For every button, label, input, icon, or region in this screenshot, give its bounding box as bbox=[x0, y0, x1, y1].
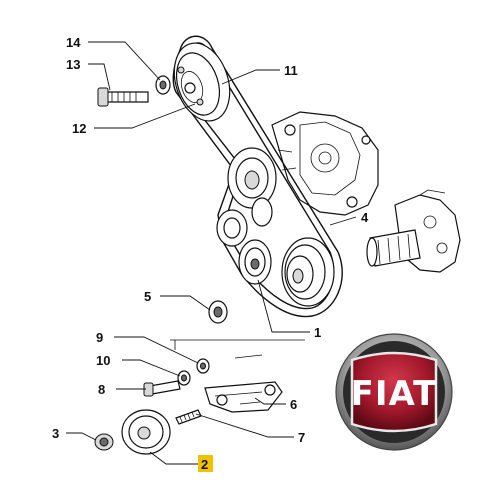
callout-10: 10 bbox=[96, 353, 110, 368]
callout-6: 6 bbox=[290, 397, 297, 412]
crank-pulley-4 bbox=[281, 237, 335, 307]
callout-11: 11 bbox=[284, 63, 298, 78]
callout-4: 4 bbox=[361, 210, 369, 225]
callout-1: 1 bbox=[314, 325, 321, 340]
callout-12: 12 bbox=[72, 121, 86, 136]
leader-lines bbox=[66, 41, 357, 465]
callout-2: 2 bbox=[201, 457, 208, 472]
upper-pulley bbox=[173, 42, 231, 122]
callout-7: 7 bbox=[298, 430, 305, 445]
fiat-badge-shield bbox=[350, 351, 438, 433]
washer-14 bbox=[155, 75, 171, 95]
tensioner-arm-6 bbox=[204, 381, 283, 413]
idler-pulley-2 bbox=[121, 409, 171, 455]
bolt-8 bbox=[143, 380, 181, 397]
engine-block bbox=[271, 111, 379, 216]
bracket-outline bbox=[170, 339, 305, 359]
callout-2-highlight bbox=[198, 455, 213, 472]
callout-9: 9 bbox=[96, 330, 103, 345]
washer-10 bbox=[177, 370, 191, 386]
callout-3: 3 bbox=[52, 426, 59, 441]
washer-9 bbox=[196, 358, 210, 374]
callout-13: 13 bbox=[66, 57, 80, 72]
fiat-logo-wordmark: FIAT bbox=[351, 374, 438, 414]
callout-5: 5 bbox=[144, 289, 151, 304]
pulley-group bbox=[216, 147, 277, 247]
spring-7 bbox=[175, 409, 202, 425]
callout-14: 14 bbox=[66, 35, 81, 50]
callout-8: 8 bbox=[98, 382, 105, 397]
callout-labels: 14 13 11 12 4 5 1 9 10 8 6 3 7 2 bbox=[52, 35, 369, 472]
bolt-13 bbox=[97, 87, 149, 107]
crankshaft bbox=[366, 189, 461, 273]
nut-3 bbox=[94, 433, 114, 451]
fiat-logo: FIAT bbox=[335, 333, 453, 451]
spacer-5 bbox=[208, 300, 228, 324]
idler-pulley-1 bbox=[238, 239, 272, 285]
